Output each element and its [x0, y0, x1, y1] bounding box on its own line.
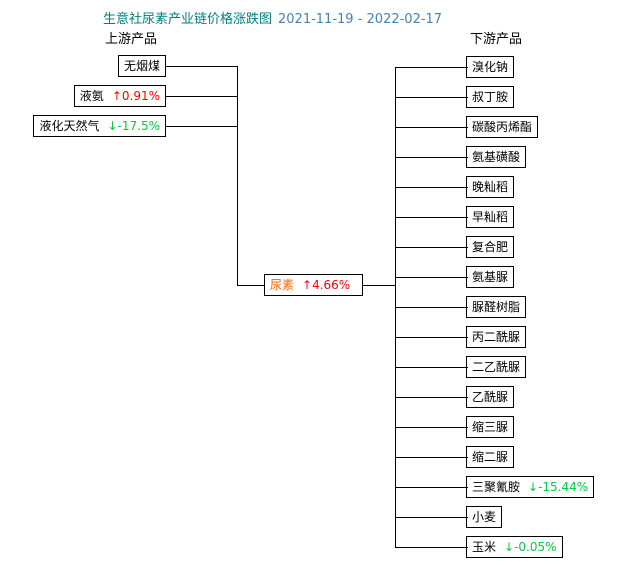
connector-line	[395, 277, 468, 278]
downstream-section-label: 下游产品	[470, 32, 523, 47]
downstream-node-8: 脲醛树脂	[466, 296, 527, 318]
change-value: ↓-15.44%	[528, 480, 588, 494]
upstream-node-1: 液氨 ↑0.91%	[73, 85, 166, 107]
downstream-node-11: 乙酰脲	[466, 386, 515, 408]
connector-line	[395, 157, 468, 158]
connector-line	[395, 427, 468, 428]
product-name: 二乙酰脲	[472, 360, 521, 374]
change-value: ↑4.66%	[302, 278, 350, 292]
product-name: 无烟煤	[123, 59, 160, 73]
connector-line	[395, 67, 468, 68]
product-name: 液氨	[79, 89, 104, 103]
upstream-node-2: 液化天然气 ↓-17.5%	[33, 115, 166, 137]
product-name: 尿素	[270, 278, 295, 292]
page-title: 生意社尿素产业链价格涨跌图 2021-11-19 - 2022-02-17	[103, 8, 442, 27]
change-value: ↓-0.05%	[504, 540, 557, 554]
downstream-node-2: 碳酸丙烯酯	[466, 116, 539, 138]
connector-line	[237, 66, 238, 285]
connector-line	[166, 66, 237, 67]
product-name: 早籼稻	[472, 210, 509, 224]
change-value: ↓-17.5%	[107, 119, 160, 133]
connector-line	[395, 187, 468, 188]
product-name: 碳酸丙烯酯	[472, 120, 533, 134]
downstream-node-16: 玉米 ↓-0.05%	[466, 536, 563, 558]
date-range: 2021-11-19 - 2022-02-17	[278, 12, 443, 27]
downstream-node-5: 早籼稻	[466, 206, 515, 228]
down-arrow-icon: ↓	[504, 540, 515, 554]
change-percent: 0.91%	[121, 89, 160, 103]
downstream-node-9: 丙二酰脲	[466, 326, 527, 348]
connector-line	[363, 285, 395, 286]
change-value: ↑0.91%	[112, 89, 160, 103]
product-name: 三聚氰胺	[472, 480, 521, 494]
product-name: 脲醛树脂	[472, 300, 521, 314]
change-percent: 4.66%	[312, 278, 351, 292]
product-name: 复合肥	[472, 240, 509, 254]
downstream-node-12: 缩三脲	[466, 416, 515, 438]
product-name: 玉米	[472, 540, 497, 554]
product-name: 溴化钠	[472, 60, 509, 74]
product-name: 乙酰脲	[472, 390, 509, 404]
connector-line	[395, 127, 468, 128]
downstream-node-0: 溴化钠	[466, 56, 515, 78]
downstream-node-3: 氨基磺酸	[466, 146, 527, 168]
product-name: 叔丁胺	[472, 90, 509, 104]
product-name: 液化天然气	[39, 119, 100, 133]
downstream-node-6: 复合肥	[466, 236, 515, 258]
change-percent: -15.44%	[538, 480, 589, 494]
center-node-urea: 尿素 ↑4.66%	[264, 274, 363, 296]
down-arrow-icon: ↓	[528, 480, 539, 494]
downstream-node-1: 叔丁胺	[466, 86, 515, 108]
connector-line	[237, 285, 264, 286]
change-percent: -0.05%	[514, 540, 557, 554]
downstream-node-4: 晚籼稻	[466, 176, 515, 198]
product-name: 缩三脲	[472, 420, 509, 434]
connector-line	[395, 547, 468, 548]
upstream-node-0: 无烟煤	[117, 55, 166, 77]
downstream-node-7: 氨基脲	[466, 266, 515, 288]
product-name: 晚籼稻	[472, 180, 509, 194]
diagram-title: 生意社尿素产业链价格涨跌图	[103, 12, 273, 27]
down-arrow-icon: ↓	[107, 119, 118, 133]
connector-line	[395, 487, 468, 488]
upstream-section-label: 上游产品	[105, 32, 158, 47]
downstream-node-14: 三聚氰胺 ↓-15.44%	[466, 476, 595, 498]
product-name: 氨基磺酸	[472, 150, 521, 164]
connector-line	[395, 457, 468, 458]
up-arrow-icon: ↑	[111, 89, 122, 103]
downstream-node-13: 缩二脲	[466, 446, 515, 468]
change-percent: -17.5%	[117, 119, 160, 133]
connector-line	[395, 337, 468, 338]
connector-line	[395, 217, 468, 218]
connector-line	[395, 247, 468, 248]
downstream-node-15: 小麦	[466, 506, 503, 528]
connector-line	[395, 307, 468, 308]
connector-line	[395, 97, 468, 98]
up-arrow-icon: ↑	[302, 278, 313, 292]
downstream-node-10: 二乙酰脲	[466, 356, 527, 378]
product-name: 缩二脲	[472, 450, 509, 464]
product-name: 小麦	[472, 510, 497, 524]
connector-line	[395, 397, 468, 398]
connector-line	[166, 96, 237, 97]
connector-line	[395, 517, 468, 518]
product-name: 氨基脲	[472, 270, 509, 284]
product-name: 丙二酰脲	[472, 330, 521, 344]
connector-line	[166, 126, 237, 127]
connector-line	[395, 367, 468, 368]
